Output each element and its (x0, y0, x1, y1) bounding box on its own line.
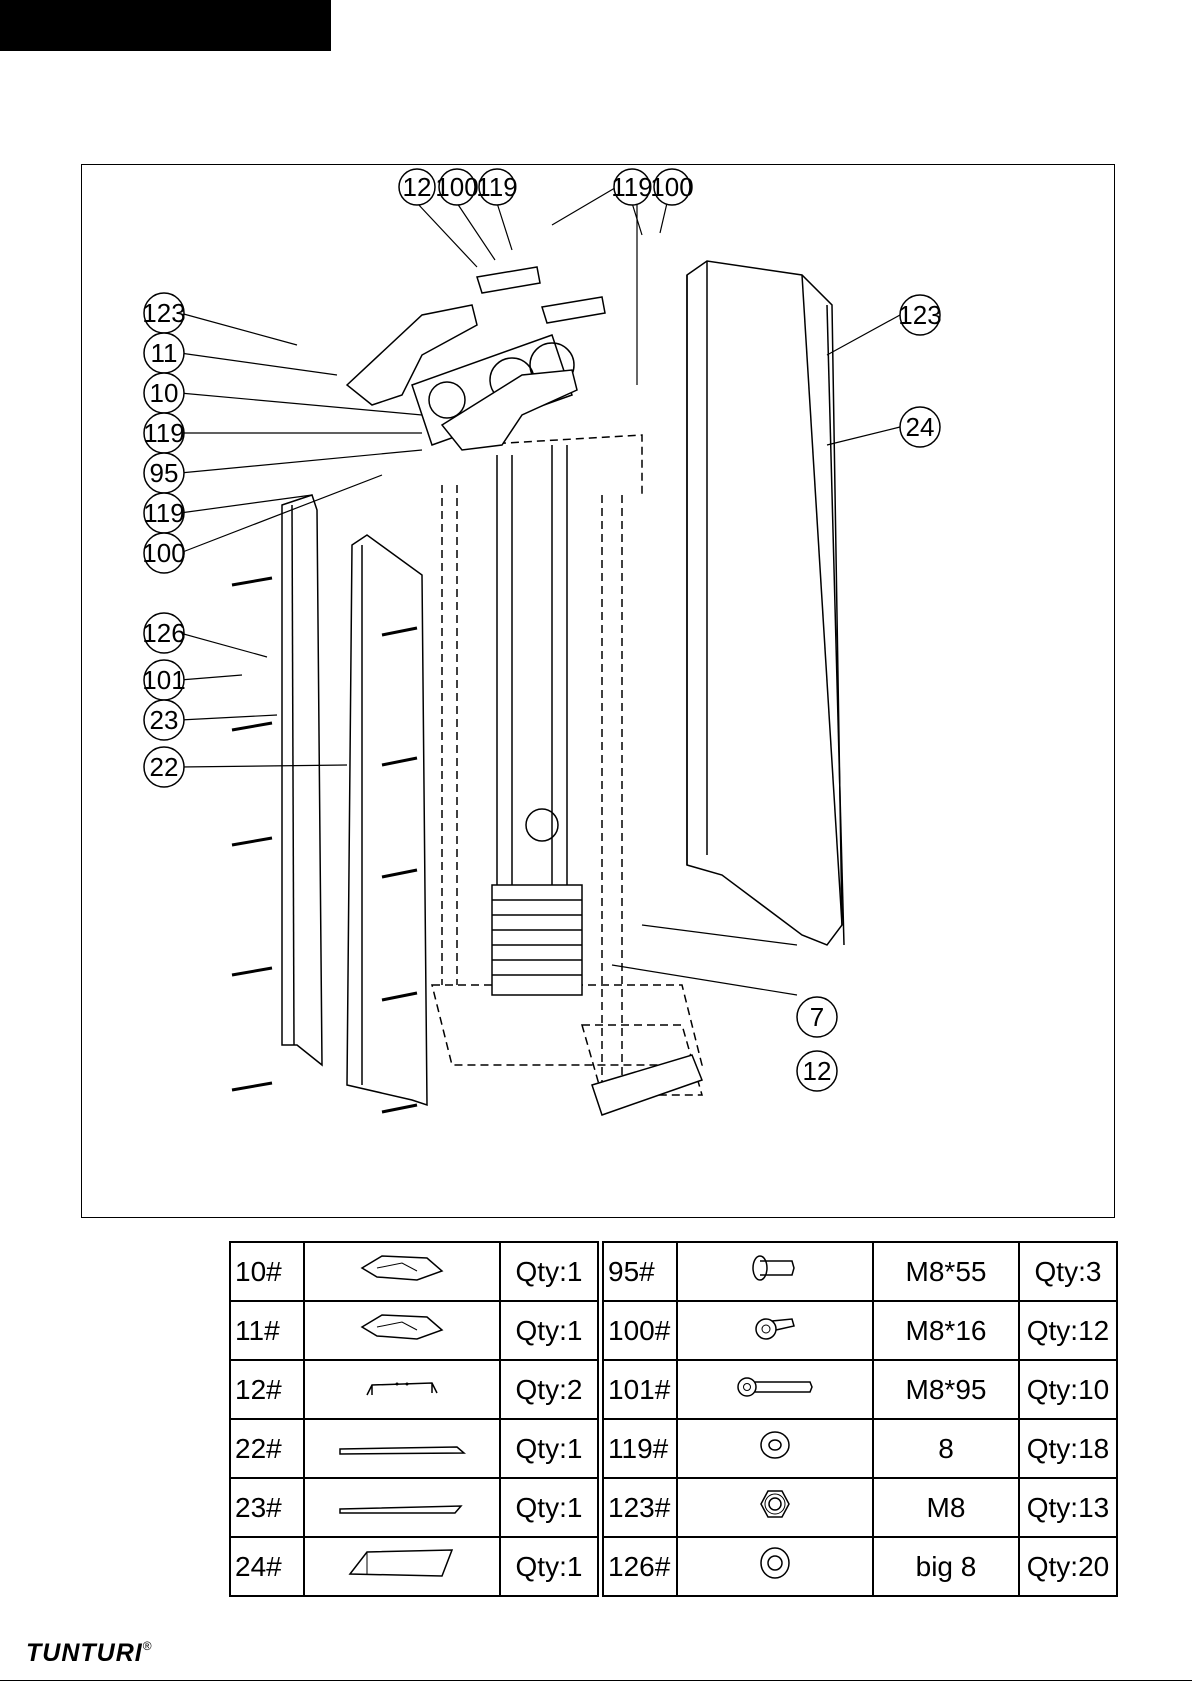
part-number: 119# (603, 1419, 677, 1478)
washer-icon (677, 1419, 873, 1478)
registered-mark: ® (143, 1639, 153, 1653)
callout-label: 95 (150, 458, 179, 488)
bushing-icon (677, 1242, 873, 1301)
callout-label: 119 (611, 172, 652, 202)
quantity: Qty:20 (1019, 1537, 1117, 1596)
spec: big 8 (873, 1537, 1019, 1596)
nut-icon (677, 1478, 873, 1537)
quantity: Qty:1 (500, 1478, 598, 1537)
spec: M8*95 (873, 1360, 1019, 1419)
table-row: 11# Qty:1 (230, 1301, 598, 1360)
callout-label: 100 (142, 538, 185, 568)
callout-label: 100 (650, 172, 693, 202)
spec: M8 (873, 1478, 1019, 1537)
callout-label: 101 (142, 665, 185, 695)
callout-label: 24 (906, 412, 935, 442)
table-row: 101# M8*95 Qty:10 (603, 1360, 1117, 1419)
callout-label: 12 (403, 172, 432, 202)
quantity: Qty:1 (500, 1242, 598, 1301)
spec: 8 (873, 1419, 1019, 1478)
table-row: 95# M8*55 Qty:3 (603, 1242, 1117, 1301)
part-number: 11# (230, 1301, 304, 1360)
spec: M8*16 (873, 1301, 1019, 1360)
table-row: 100# M8*16 Qty:12 (603, 1301, 1117, 1360)
callout-label: 10 (150, 378, 179, 408)
callout-label: 7 (810, 1002, 824, 1032)
footer-divider (0, 1680, 1192, 1681)
quantity: Qty:2 (500, 1360, 598, 1419)
pulley-bracket-icon (304, 1242, 500, 1301)
table-row: 23# Qty:1 (230, 1478, 598, 1537)
table-row: 12# Qty:2 (230, 1360, 598, 1419)
part-number: 22# (230, 1419, 304, 1478)
callout-label: 123 (898, 300, 941, 330)
callout-label: 123 (142, 298, 185, 328)
part-number: 123# (603, 1478, 677, 1537)
callout-label: 119 (476, 172, 517, 202)
quantity: Qty:13 (1019, 1478, 1117, 1537)
side-cover-icon (304, 1478, 500, 1537)
callout-label: 11 (151, 338, 178, 368)
table-row: 123# M8 Qty:13 (603, 1478, 1117, 1537)
callout-label: 119 (143, 418, 184, 448)
long-bolt-icon (677, 1360, 873, 1419)
exploded-view-diagram: 12 100 119 119 100 123 11 10 119 95 119 … (81, 164, 1115, 1218)
side-cover-icon (304, 1419, 500, 1478)
part-number: 100# (603, 1301, 677, 1360)
table-row: 10# Qty:1 (230, 1242, 598, 1301)
table-row: 119# 8 Qty:18 (603, 1419, 1117, 1478)
brand-logo: TUNTURI® (26, 1639, 153, 1668)
quantity: Qty:3 (1019, 1242, 1117, 1301)
quantity: Qty:18 (1019, 1419, 1117, 1478)
quantity: Qty:12 (1019, 1301, 1117, 1360)
spec: M8*55 (873, 1242, 1019, 1301)
part-number: 12# (230, 1360, 304, 1419)
callout-label: 22 (150, 752, 179, 782)
parts-table-left: 10# Qty:1 11# Qty:1 12# Qty:2 22# Qty:1 … (229, 1241, 599, 1597)
pulley-bracket-icon (304, 1301, 500, 1360)
quantity: Qty:10 (1019, 1360, 1117, 1419)
part-number: 10# (230, 1242, 304, 1301)
brand-name: TUNTURI (26, 1639, 143, 1667)
mounting-bracket-icon (304, 1360, 500, 1419)
bolt-icon (677, 1301, 873, 1360)
part-number: 95# (603, 1242, 677, 1301)
quantity: Qty:1 (500, 1419, 598, 1478)
table-row: 126# big 8 Qty:20 (603, 1537, 1117, 1596)
callout-label: 100 (435, 172, 478, 202)
parts-table-right: 95# M8*55 Qty:3 100# M8*16 Qty:12 101# M… (602, 1241, 1118, 1597)
callout-label: 119 (143, 498, 184, 528)
quantity: Qty:1 (500, 1537, 598, 1596)
part-number: 126# (603, 1537, 677, 1596)
big-washer-icon (677, 1537, 873, 1596)
table-row: 22# Qty:1 (230, 1419, 598, 1478)
quantity: Qty:1 (500, 1301, 598, 1360)
rear-cover-icon (304, 1537, 500, 1596)
header-black-bar (0, 0, 331, 51)
table-row: 24# Qty:1 (230, 1537, 598, 1596)
part-number: 101# (603, 1360, 677, 1419)
callout-label: 23 (150, 705, 179, 735)
callout-label: 126 (142, 618, 185, 648)
callout-label: 12 (803, 1056, 832, 1086)
part-number: 24# (230, 1537, 304, 1596)
exploded-view-drawing: 12 100 119 119 100 123 11 10 119 95 119 … (82, 165, 1116, 1219)
part-number: 23# (230, 1478, 304, 1537)
